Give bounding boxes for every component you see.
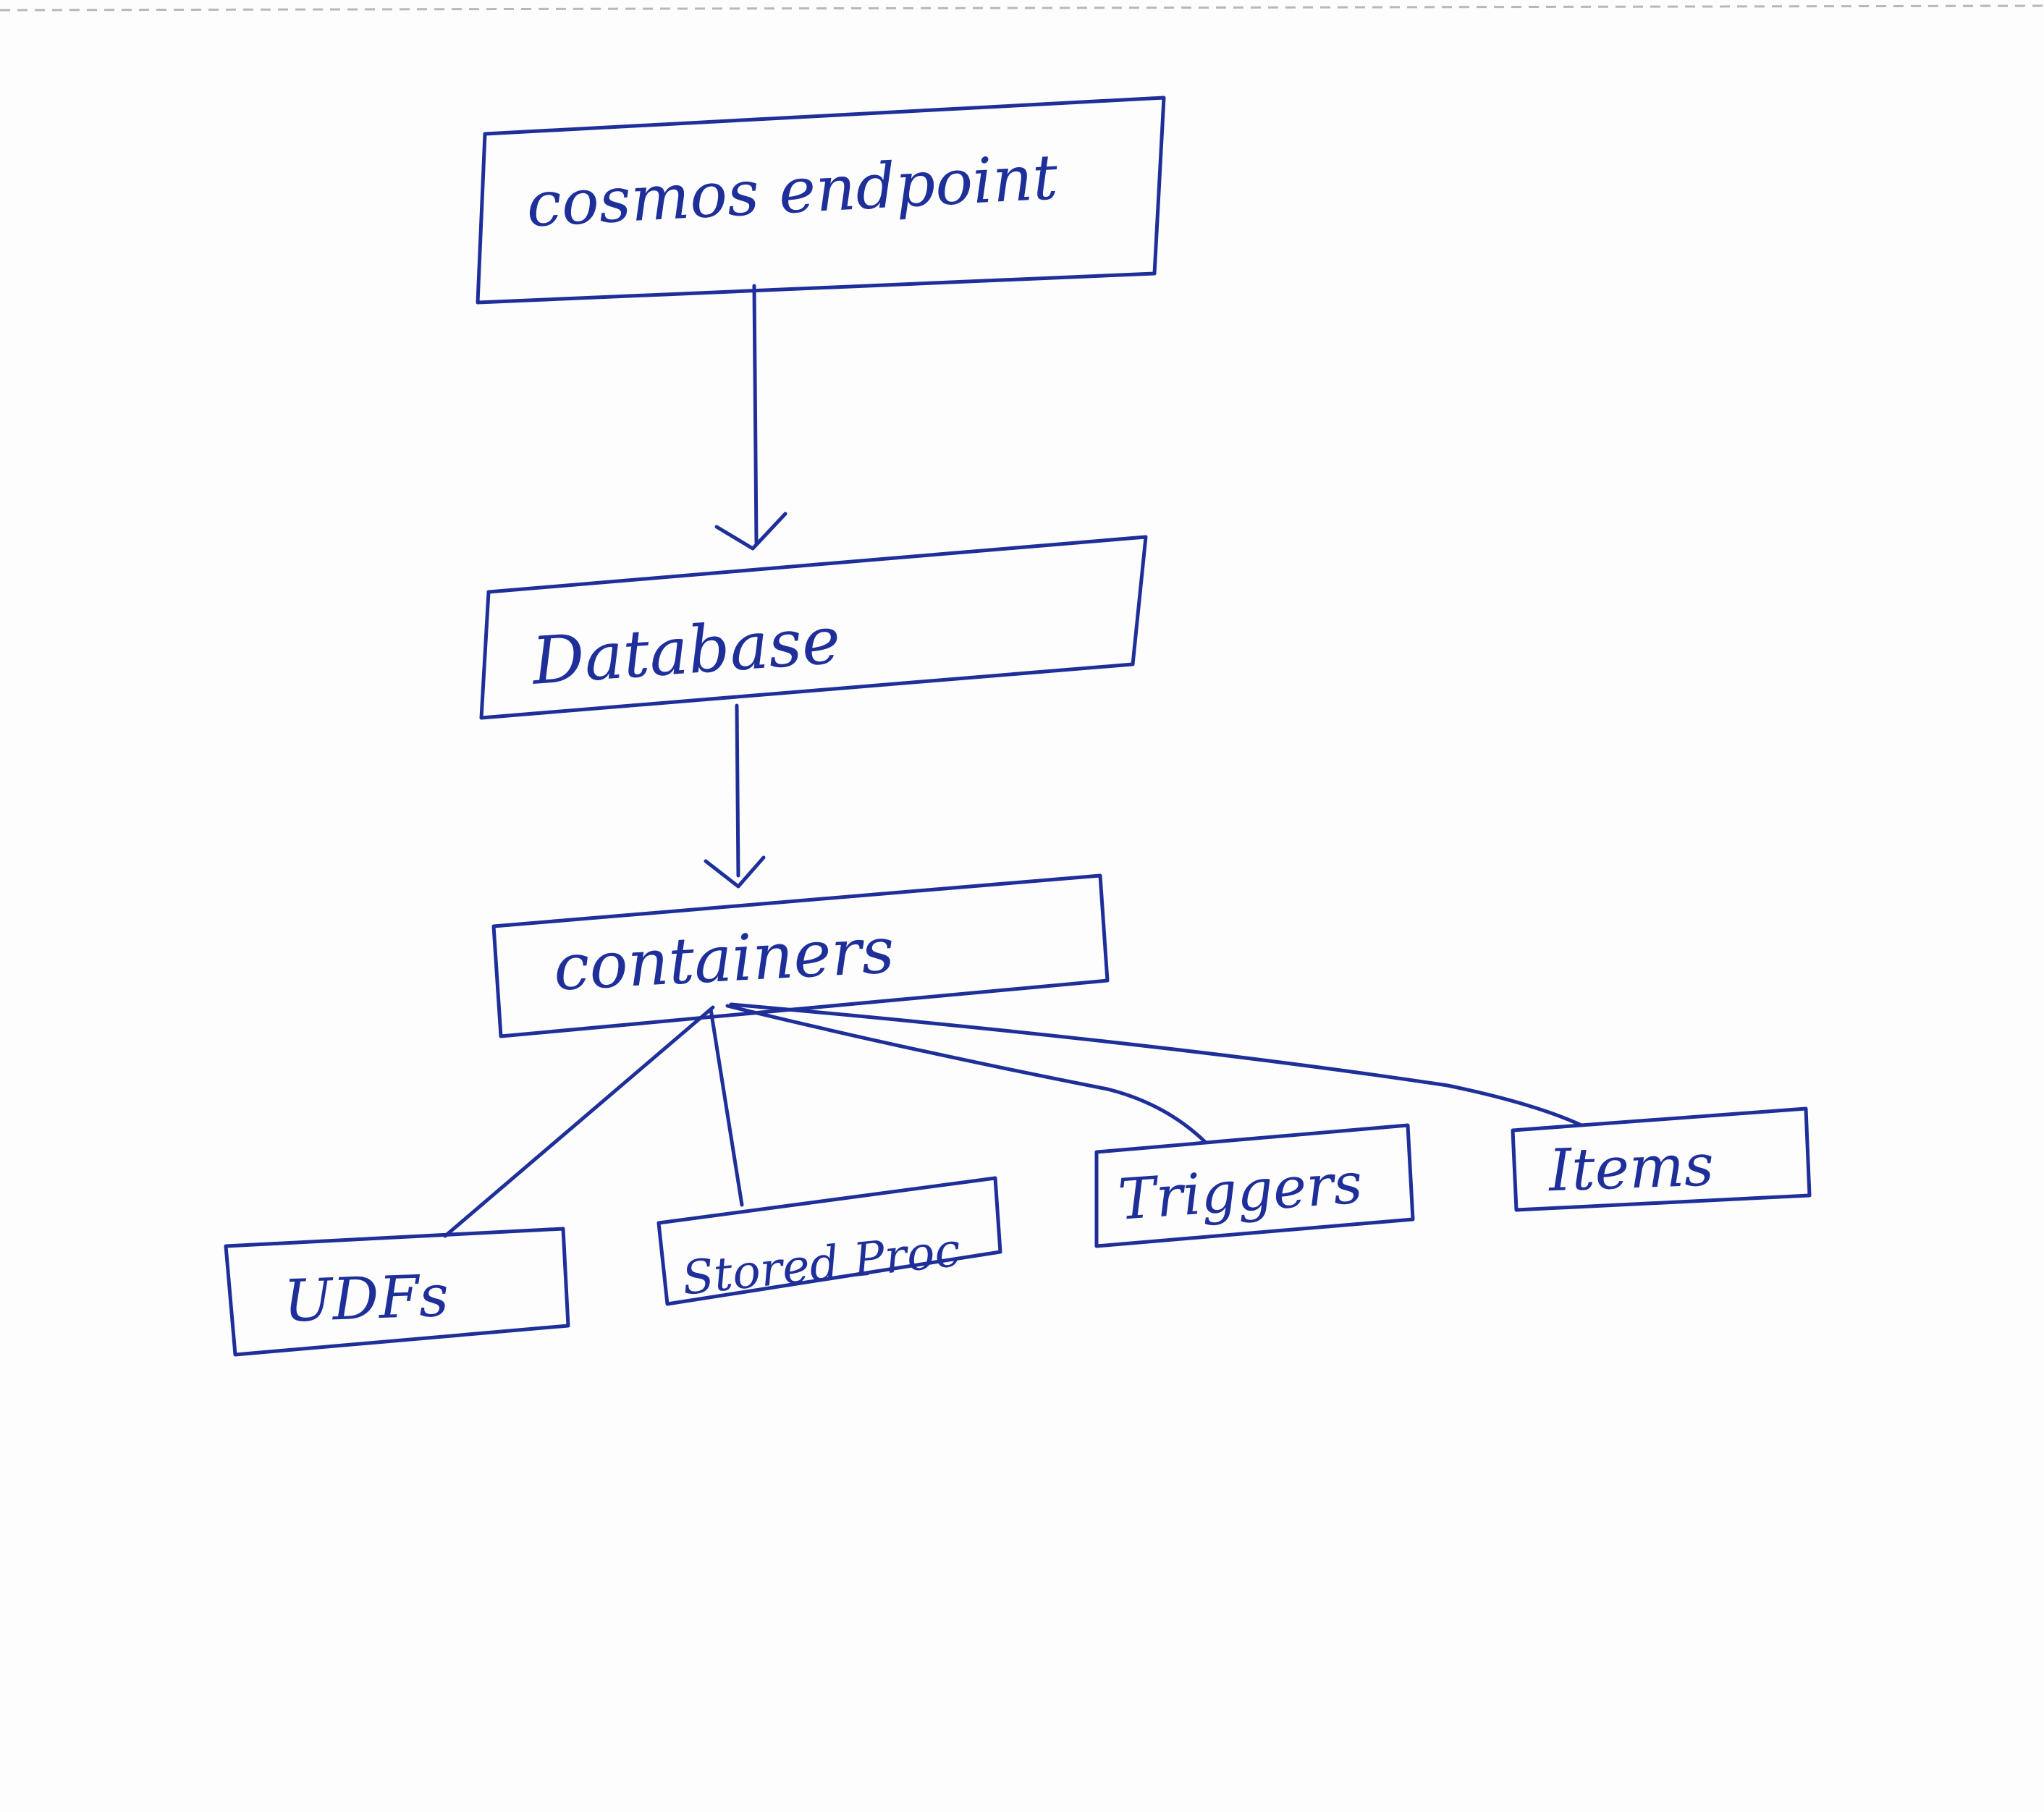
edge-containers-to-triggers [725, 1004, 1207, 1144]
node-label-database: Database [528, 602, 843, 700]
node-cosmos-endpoint: cosmos endpoint [476, 96, 1166, 305]
node-containers: containers [491, 873, 1110, 1038]
node-items: Items [1511, 1106, 1812, 1212]
edge-containers-to-stored-proc [709, 1007, 744, 1207]
node-label-cosmos-endpoint: cosmos endpoint [525, 141, 1060, 241]
node-label-triggers: Triggers [1116, 1151, 1364, 1232]
node-label-stored-proc: Stored Proc [680, 1224, 963, 1306]
node-label-udfs: UDFs [282, 1262, 449, 1335]
edge-database-to-containers [704, 703, 766, 889]
edge-containers-to-items [729, 1002, 1584, 1127]
edge-containers-to-udfs [443, 1005, 715, 1238]
node-triggers: Triggers [1094, 1123, 1415, 1248]
node-database: Database [479, 535, 1148, 720]
node-stored-proc: Stored Proc [656, 1176, 1002, 1306]
node-udfs: UDFs [224, 1227, 570, 1357]
node-label-items: Items [1546, 1131, 1715, 1204]
paper-top-edge [0, 4, 2044, 12]
edge-endpoint-to-database [714, 284, 787, 551]
node-label-containers: containers [552, 913, 896, 1005]
